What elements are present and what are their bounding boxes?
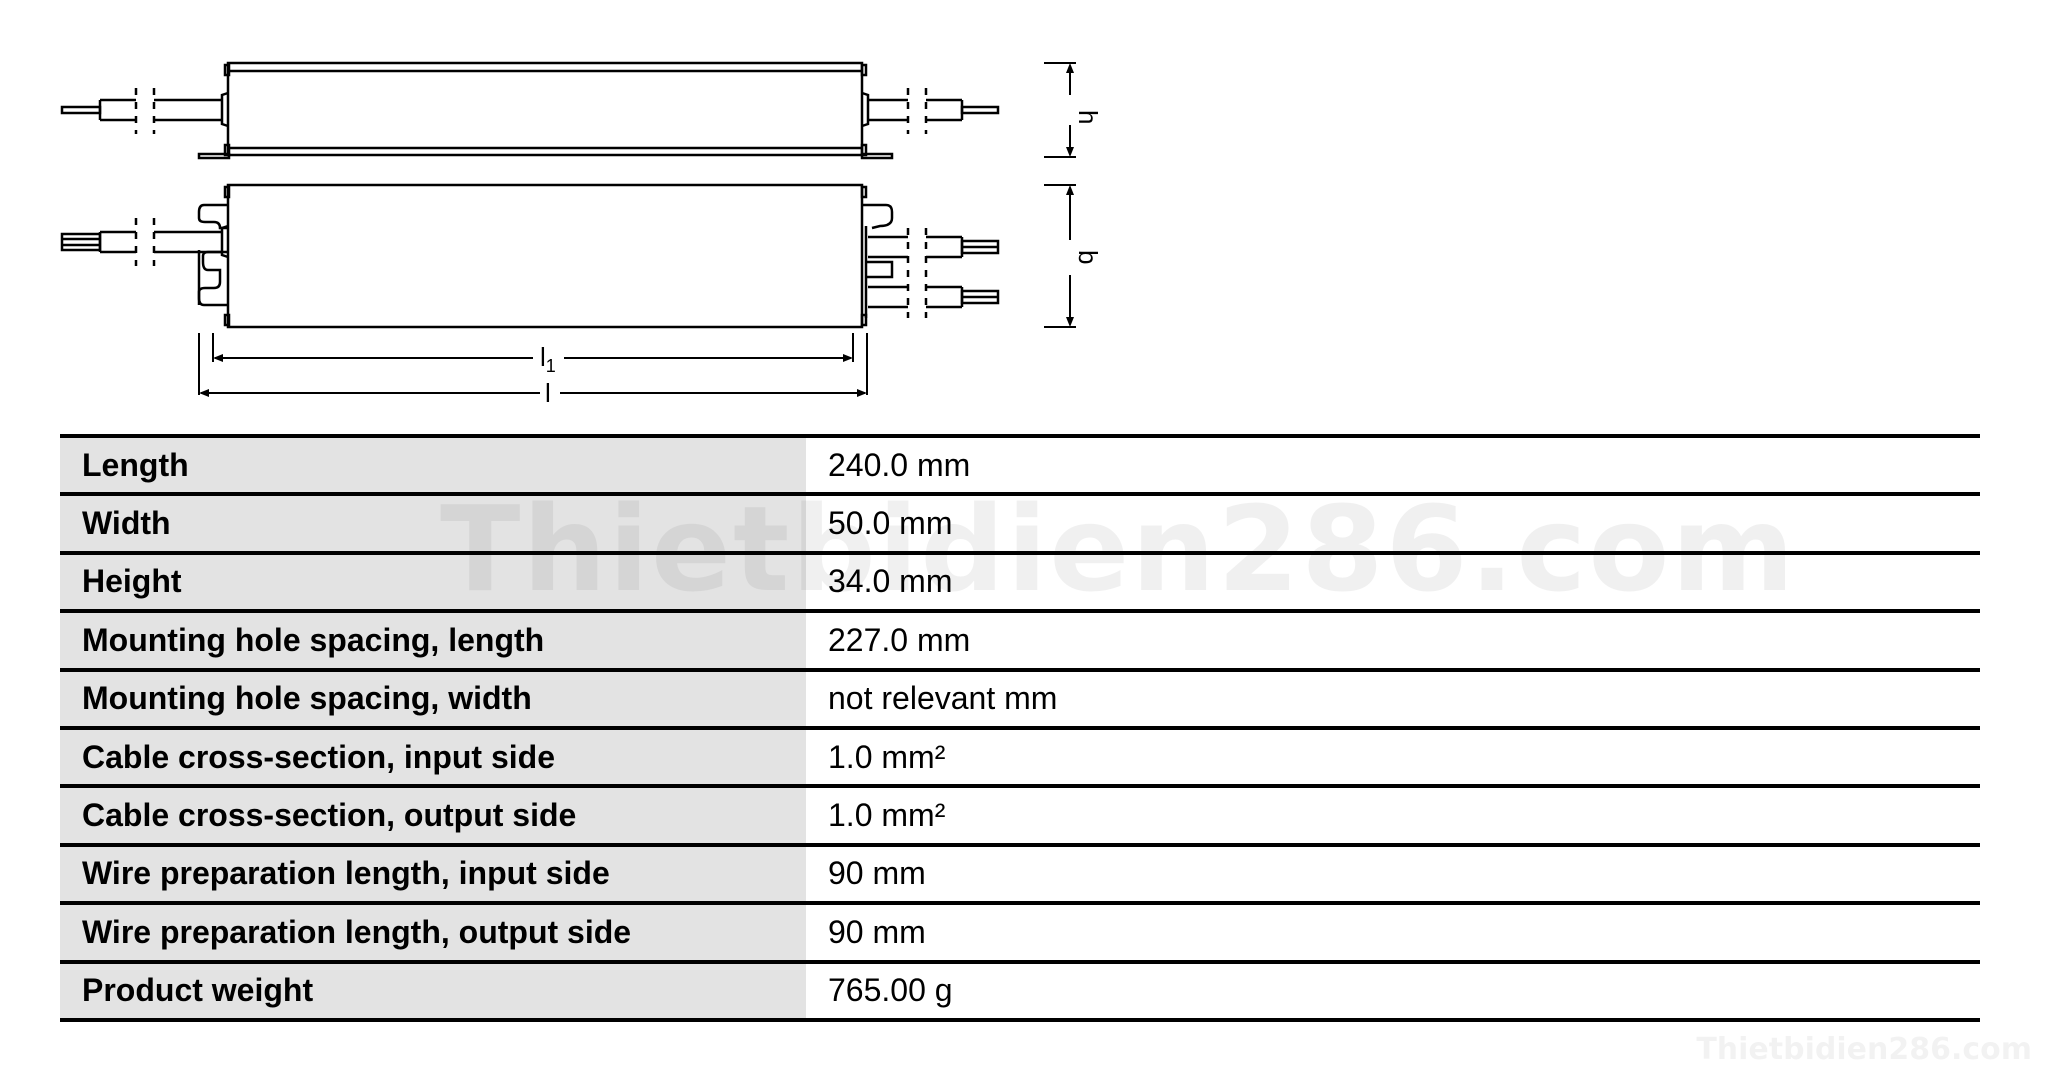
spec-value: not relevant mm: [806, 669, 1980, 728]
top-view: [60, 183, 1000, 329]
spec-value: 1.0 mm²: [806, 786, 1980, 845]
spec-value: 34.0 mm: [806, 552, 1980, 612]
dim-label-l1: l1: [540, 342, 556, 376]
footer-watermark: Thietbidien286.com: [1696, 1032, 2032, 1067]
spec-value: 50.0 mm: [806, 494, 1980, 553]
spec-label: Wire preparation length, output side: [60, 903, 806, 962]
spec-label: Cable cross-section, input side: [60, 727, 806, 787]
dimension-lines: [198, 62, 1076, 395]
spec-label: Mounting hole spacing, width: [60, 669, 806, 728]
dim-label-l: l: [545, 378, 551, 408]
spec-value: 90 mm: [806, 844, 1980, 904]
spec-value: 227.0 mm: [806, 611, 1980, 670]
spec-label: Length: [60, 436, 806, 495]
spec-label: Wire preparation length, input side: [60, 844, 806, 904]
spec-value: 765.00 g: [806, 961, 1980, 1020]
dimension-drawing: l1 l h b: [60, 61, 1103, 408]
spec-label: Product weight: [60, 961, 806, 1020]
dim-label-b: b: [1073, 250, 1103, 264]
spec-value: 1.0 mm²: [806, 727, 1980, 787]
side-view: [60, 61, 1000, 160]
spec-label: Cable cross-section, output side: [60, 786, 806, 845]
break-marks-side: [134, 88, 928, 134]
dim-label-h: h: [1073, 110, 1103, 124]
spec-label: Width: [60, 494, 806, 553]
spec-label: Mounting hole spacing, length: [60, 611, 806, 670]
spec-value: 90 mm: [806, 903, 1980, 962]
dimension-arrows: [199, 63, 1074, 397]
spec-value: 240.0 mm: [806, 436, 1980, 495]
spec-label: Height: [60, 552, 806, 612]
break-marks-top: [134, 218, 928, 318]
